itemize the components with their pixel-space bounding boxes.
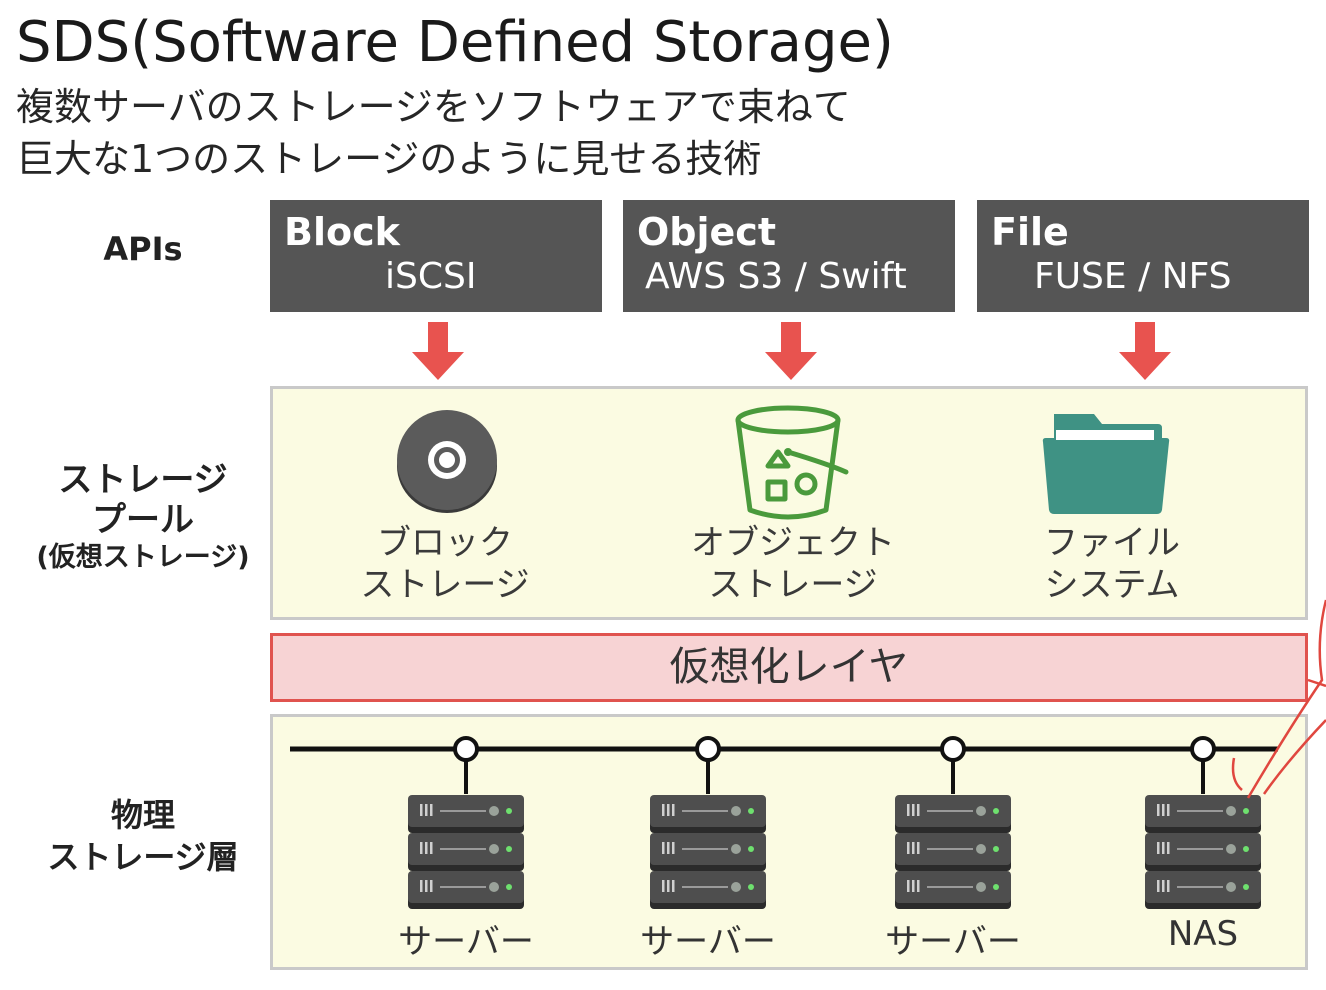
api-protocol: AWS S3 / Swift [645,256,907,297]
api-name: Block [284,210,400,254]
row-label-apis: APIs [103,230,183,268]
disc-icon [397,410,497,513]
down-arrow-icon [1119,322,1171,380]
storage-type-line2: ストレージ [708,565,878,605]
row-label-physical-line1: 物理 [110,796,175,834]
storage-type-label: オブジェクト ストレージ [663,522,923,606]
storage-type-line2: ストレージ [360,565,530,605]
server-label: サーバー [398,922,534,962]
row-label-physical-line2: ストレージ層 [47,838,239,876]
nas-label: NAS [1167,914,1239,954]
subtitle-line-1: 複数サーバのストレージをソフトウェアで束ねて [16,85,851,129]
network-node-circle [695,736,721,762]
server-icon [1145,736,1261,909]
virtualization-layer: 仮想化レイヤ [270,633,1308,702]
api-protocol: iSCSI [385,256,477,297]
server-label: サーバー [640,922,776,962]
api-box-file: File FUSE / NFS [977,200,1309,312]
storage-type-label: ファイル システム [982,522,1242,606]
down-arrow-icon [412,322,464,380]
row-label-pool-line1: ストレージ [58,460,228,500]
network-diagram [290,736,1278,909]
page-title: SDS(Software Defined Storage) [16,10,894,75]
row-label-pool-line3: (仮想ストレージ) [36,542,250,573]
storage-type-line2: システム [1044,565,1180,605]
bucket-icon [735,405,849,520]
network-node-circle [940,736,966,762]
server-icon [408,736,524,909]
storage-type-line1: ブロック [377,523,513,563]
row-label-pool-line2: プール [92,500,194,540]
storage-type-label: ブロック ストレージ [315,522,575,606]
down-arrow-icon [765,322,817,380]
api-name: Object [637,210,776,254]
storage-type-line1: ファイル [1044,523,1180,563]
api-protocol: FUSE / NFS [1034,256,1232,297]
api-box-block: Block iSCSI [270,200,602,312]
subtitle-line-2: 巨大な1つのストレージのように見せる技術 [16,137,762,181]
network-node-circle [453,736,479,762]
server-label: サーバー [885,922,1021,962]
folder-icon [1042,414,1170,514]
server-icon [650,736,766,909]
api-box-object: Object AWS S3 / Swift [623,200,955,312]
row-label-pool: ストレージ プール (仮想ストレージ) [18,460,268,576]
network-node-circle [1190,736,1216,762]
row-label-physical: 物理 ストレージ層 [18,794,268,878]
api-name: File [991,210,1069,254]
storage-type-line1: オブジェクト [691,523,895,563]
pen-annotation [1231,599,1326,799]
server-icon [895,736,1011,909]
